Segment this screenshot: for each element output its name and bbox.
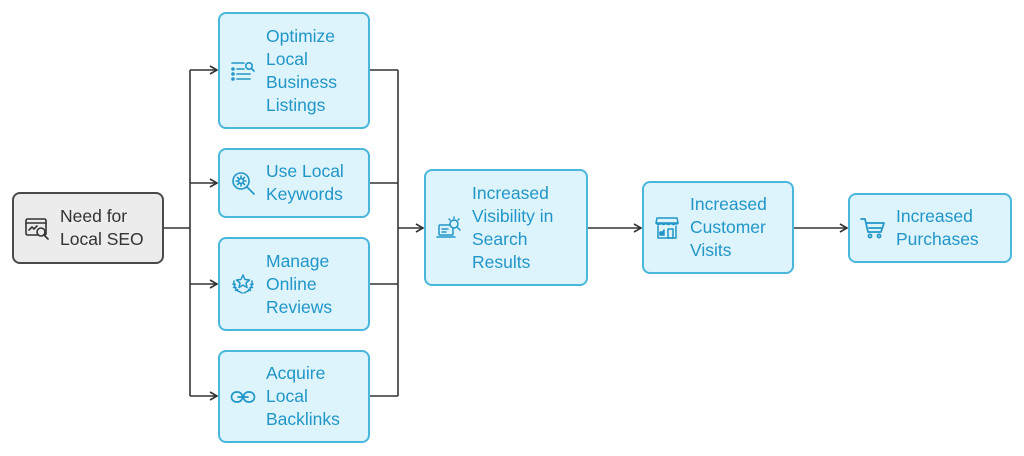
tactic-label: Acquire Local Backlinks: [266, 363, 340, 429]
keyword-search-icon: [230, 170, 256, 196]
node-optimize-listings: Optimize Local Business Listings: [218, 12, 370, 129]
node-increased-visibility: Increased Visibility in Search Results: [424, 169, 588, 286]
tactic-label: Use Local Keywords: [266, 161, 344, 204]
laptop-search-icon: [436, 215, 462, 241]
shopping-cart-icon: [860, 215, 886, 241]
outcome-label: Increased Customer Visits: [690, 194, 767, 260]
node-acquire-backlinks: Acquire Local Backlinks: [218, 350, 370, 443]
seo-browser-icon: [24, 215, 50, 241]
node-use-local-keywords: Use Local Keywords: [218, 148, 370, 218]
star-laurel-icon: [230, 271, 256, 297]
outcome-label: Increased Visibility in Search Results: [472, 182, 554, 272]
node-increased-customer-visits: Increased Customer Visits: [642, 181, 794, 274]
node-increased-purchases: Increased Purchases: [848, 193, 1012, 263]
tactic-label: Manage Online Reviews: [266, 250, 333, 317]
node-manage-reviews: Manage Online Reviews: [218, 237, 370, 331]
link-icon: [230, 384, 256, 410]
outcome-label: Increased Purchases: [896, 206, 979, 249]
root-node-label: Need for Local SEO: [60, 206, 144, 249]
root-node-need-for-local-seo: Need for Local SEO: [12, 192, 164, 264]
storefront-icon: [654, 215, 680, 241]
tactic-label: Optimize Local Business Listings: [266, 25, 338, 115]
list-search-icon: [230, 58, 256, 84]
